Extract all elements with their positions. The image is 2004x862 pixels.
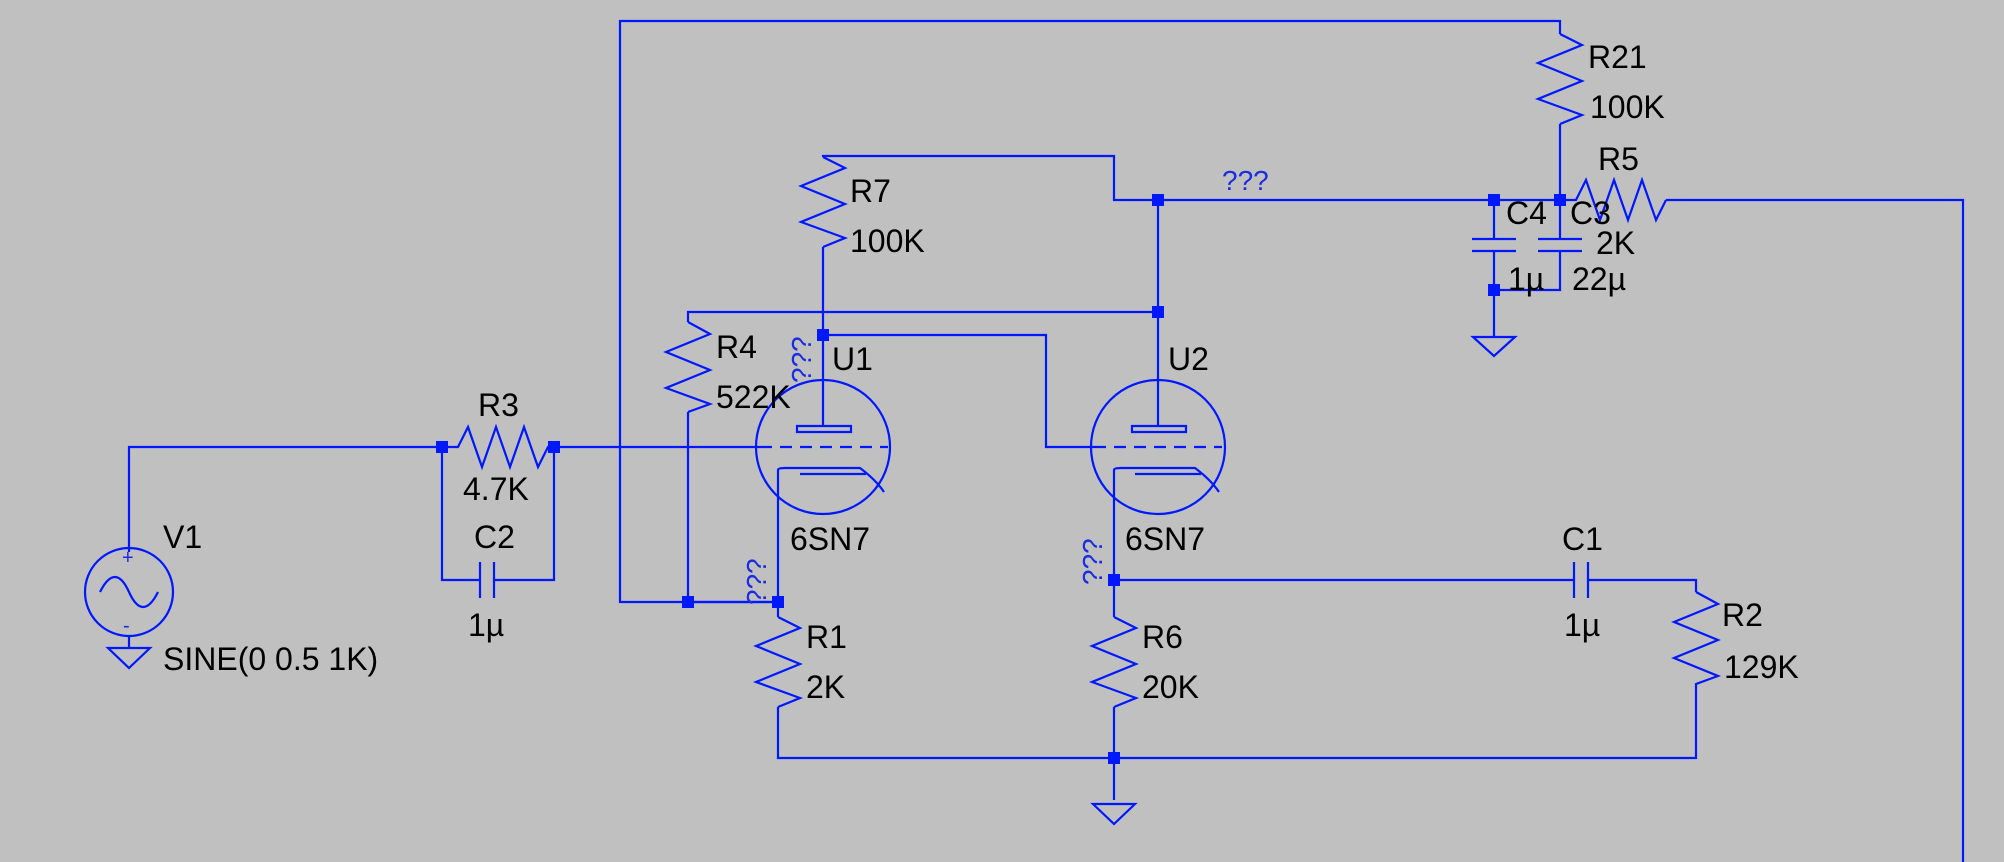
r1-value-label: 2K	[806, 669, 845, 705]
net-label-bplus: ???	[1222, 165, 1269, 196]
c2-name-label: C2	[474, 519, 515, 555]
c1-capacitor[interactable]	[1572, 562, 1590, 598]
c4-capacitor[interactable]	[1472, 237, 1516, 253]
net-label-u1-cathode: ???	[741, 558, 772, 605]
r5-name-label: R5	[1598, 141, 1639, 177]
ground-icon-c4	[1470, 335, 1518, 358]
wires	[127, 19, 1965, 862]
r5-value-label: 2K	[1596, 225, 1635, 261]
r4-resistor[interactable]	[662, 321, 714, 414]
r1-resistor[interactable]	[752, 616, 804, 709]
r2-name-label: R2	[1722, 597, 1763, 633]
r7-value-label: 100K	[850, 223, 925, 259]
junction-dot	[548, 441, 560, 453]
wire-global-feedback[interactable]	[618, 19, 1562, 604]
r3-name-label: R3	[478, 387, 519, 423]
junction-dot	[1152, 306, 1164, 318]
r2-value-label: 129K	[1724, 649, 1799, 685]
wire-r7-top[interactable]	[821, 154, 1158, 202]
labels: V1 SINE(0 0.5 1K) R3 4.7K C2 1µ R4 522K …	[163, 39, 1799, 705]
c1-value-label: 1µ	[1564, 607, 1600, 643]
ground-icon-v1	[105, 646, 153, 670]
r7-resistor[interactable]	[797, 156, 849, 249]
c1-name-label: C1	[1562, 521, 1603, 557]
junctions	[436, 194, 1566, 764]
u2-name-label: U2	[1168, 341, 1209, 377]
junction-dot	[1488, 284, 1500, 296]
c2-capacitor[interactable]	[478, 562, 496, 598]
r1-name-label: R1	[806, 619, 847, 655]
r5-resistor[interactable]	[1560, 176, 1667, 224]
v1-sine-source[interactable]: + -	[83, 546, 175, 648]
junction-dot	[1554, 194, 1566, 206]
wire-c3-bottom[interactable]	[1494, 251, 1562, 292]
c4-value-label: 1µ	[1508, 261, 1544, 297]
u1-name-label: U1	[832, 341, 873, 377]
junction-dot	[772, 596, 784, 608]
wire-c2-right[interactable]	[494, 447, 556, 582]
junction-dot	[817, 329, 829, 341]
r6-name-label: R6	[1142, 619, 1183, 655]
r6-resistor[interactable]	[1088, 616, 1140, 709]
wire-c2-left[interactable]	[440, 447, 480, 582]
u1-triode[interactable]	[754, 378, 892, 516]
wire-u1-cathode[interactable]	[776, 466, 786, 602]
v1-value-label: SINE(0 0.5 1K)	[163, 641, 378, 677]
net-label-u1-plate: ???	[786, 336, 817, 383]
u2-triode[interactable]	[1089, 378, 1227, 516]
wire-u1-plate-u2-grid[interactable]	[823, 333, 1094, 449]
c3-name-label: C3	[1570, 195, 1611, 231]
c2-value-label: 1µ	[468, 607, 504, 643]
ground-icon-bottom	[1090, 802, 1138, 826]
junction-dot	[1108, 574, 1120, 586]
r2-resistor[interactable]	[1671, 591, 1722, 722]
r7-name-label: R7	[850, 173, 891, 209]
plus-sign: +	[122, 547, 134, 569]
wire-v1-r3[interactable]	[127, 445, 442, 552]
wire-r1-bottom[interactable]	[776, 707, 1698, 760]
u2-value-label: 6SN7	[1125, 521, 1205, 557]
u1-value-label: 6SN7	[790, 521, 870, 557]
c3-capacitor[interactable]	[1538, 237, 1582, 253]
c4-name-label: C4	[1506, 195, 1547, 231]
net-label-u2-cathode: ???	[1077, 538, 1108, 585]
wire-c1-r2[interactable]	[1588, 578, 1698, 592]
junction-dot	[682, 596, 694, 608]
wire-r5-right[interactable]	[1666, 198, 1965, 862]
c3-value-label: 22µ	[1572, 261, 1626, 297]
r3-resistor[interactable]	[442, 423, 554, 471]
v1-name-label: V1	[163, 519, 202, 555]
junction-dot	[436, 441, 448, 453]
junction-dot	[1152, 194, 1164, 206]
r21-value-label: 100K	[1590, 89, 1665, 125]
r21-name-label: R21	[1588, 39, 1647, 75]
junction-dot	[1108, 752, 1120, 764]
r21-resistor[interactable]	[1534, 33, 1586, 126]
junction-dot	[1488, 194, 1500, 206]
r4-name-label: R4	[716, 329, 757, 365]
wire-u2-cathode[interactable]	[1112, 466, 1122, 580]
r3-value-label: 4.7K	[463, 471, 529, 507]
r6-value-label: 20K	[1142, 669, 1199, 705]
wire-r4-top[interactable]	[686, 310, 1158, 322]
r4-value-label: 522K	[716, 379, 791, 415]
minus-sign: -	[123, 615, 130, 637]
